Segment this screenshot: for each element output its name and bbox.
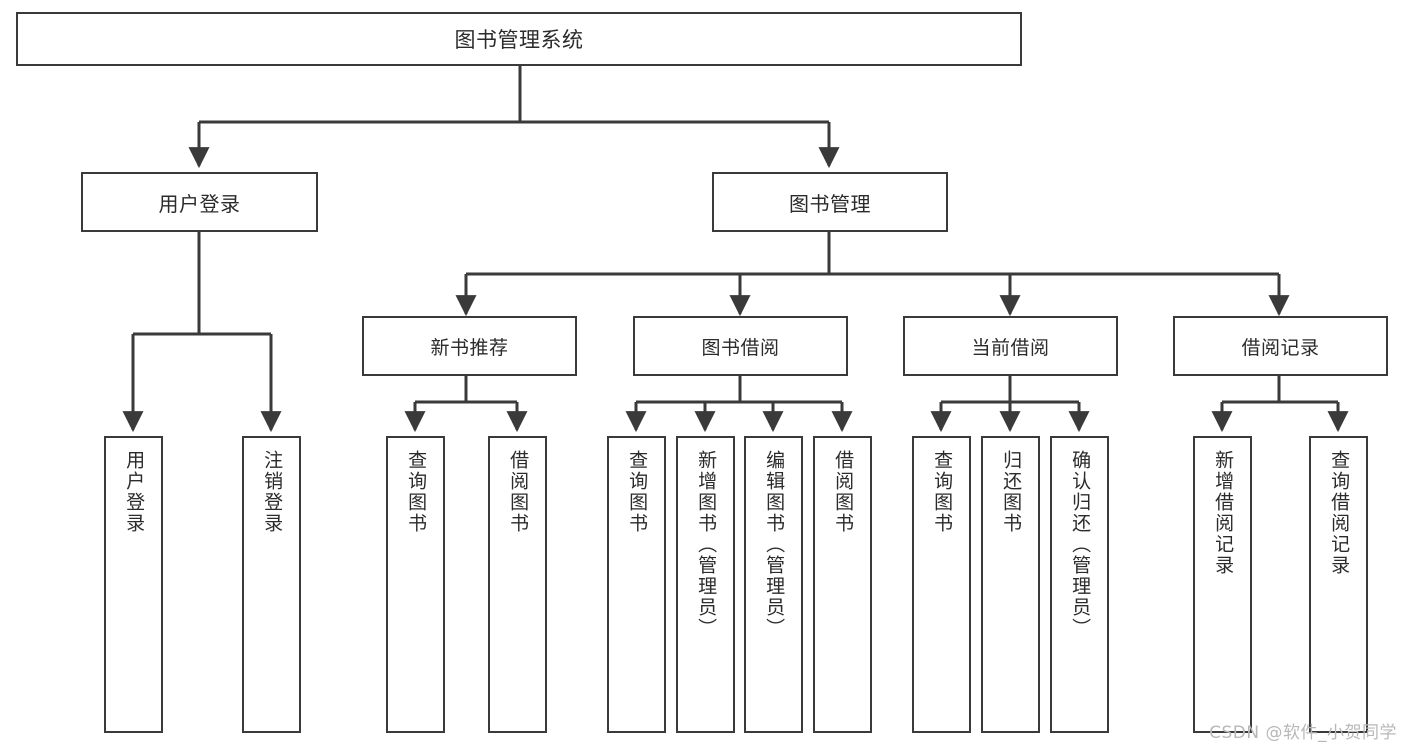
leaf-borrow-record-2-label: 查询借阅记录 <box>1328 450 1351 576</box>
leaf-user-login-1-label: 用户登录 <box>123 450 146 534</box>
leaf-new-book-1-label: 查询图书 <box>405 450 428 534</box>
node-book-manage[interactable]: 图书管理 <box>712 172 948 232</box>
leaf-user-login-2-label: 注销登录 <box>261 450 284 534</box>
leaf-current-borrow-3[interactable]: 确认归还（管理员） <box>1050 436 1109 733</box>
leaf-book-borrow-1[interactable]: 查询图书 <box>607 436 666 733</box>
leaf-new-book-1[interactable]: 查询图书 <box>386 436 445 733</box>
leaf-new-book-2-label: 借阅图书 <box>507 450 530 534</box>
node-new-book-recommend-label: 新书推荐 <box>430 336 509 359</box>
node-root[interactable]: 图书管理系统 <box>16 12 1022 66</box>
leaf-current-borrow-1-label: 查询图书 <box>931 450 954 534</box>
node-new-book-recommend[interactable]: 新书推荐 <box>362 316 577 376</box>
leaf-current-borrow-2-label: 归还图书 <box>1000 450 1023 534</box>
leaf-book-borrow-3[interactable]: 编辑图书（管理员） <box>744 436 803 733</box>
leaf-current-borrow-2[interactable]: 归还图书 <box>981 436 1040 733</box>
leaf-new-book-2[interactable]: 借阅图书 <box>488 436 547 733</box>
leaf-borrow-record-1-label: 新增借阅记录 <box>1212 450 1235 576</box>
node-current-borrow-label: 当前借阅 <box>971 336 1050 359</box>
leaf-user-login-2[interactable]: 注销登录 <box>242 436 301 733</box>
node-user-login[interactable]: 用户登录 <box>81 172 318 232</box>
leaf-book-borrow-4[interactable]: 借阅图书 <box>813 436 872 733</box>
node-current-borrow[interactable]: 当前借阅 <box>903 316 1118 376</box>
leaf-book-borrow-3-label: 编辑图书（管理员） <box>763 450 786 639</box>
leaf-book-borrow-2-label: 新增图书（管理员） <box>695 450 718 639</box>
node-book-manage-label: 图书管理 <box>789 191 871 216</box>
leaf-borrow-record-1[interactable]: 新增借阅记录 <box>1193 436 1252 733</box>
leaf-borrow-record-2[interactable]: 查询借阅记录 <box>1309 436 1368 733</box>
leaf-current-borrow-1[interactable]: 查询图书 <box>912 436 971 733</box>
node-book-borrow[interactable]: 图书借阅 <box>633 316 848 376</box>
node-user-login-label: 用户登录 <box>158 191 241 216</box>
leaf-book-borrow-1-label: 查询图书 <box>626 450 649 534</box>
node-root-label: 图书管理系统 <box>454 28 584 52</box>
leaf-book-borrow-4-label: 借阅图书 <box>832 450 855 534</box>
watermark: CSDN @软件_小贺同学 <box>1209 723 1397 743</box>
node-borrow-record-label: 借阅记录 <box>1241 336 1320 359</box>
leaf-current-borrow-3-label: 确认归还（管理员） <box>1069 450 1092 639</box>
node-borrow-record[interactable]: 借阅记录 <box>1173 316 1388 376</box>
leaf-user-login-1[interactable]: 用户登录 <box>104 436 163 733</box>
node-book-borrow-label: 图书借阅 <box>701 336 780 359</box>
leaf-book-borrow-2[interactable]: 新增图书（管理员） <box>676 436 735 733</box>
